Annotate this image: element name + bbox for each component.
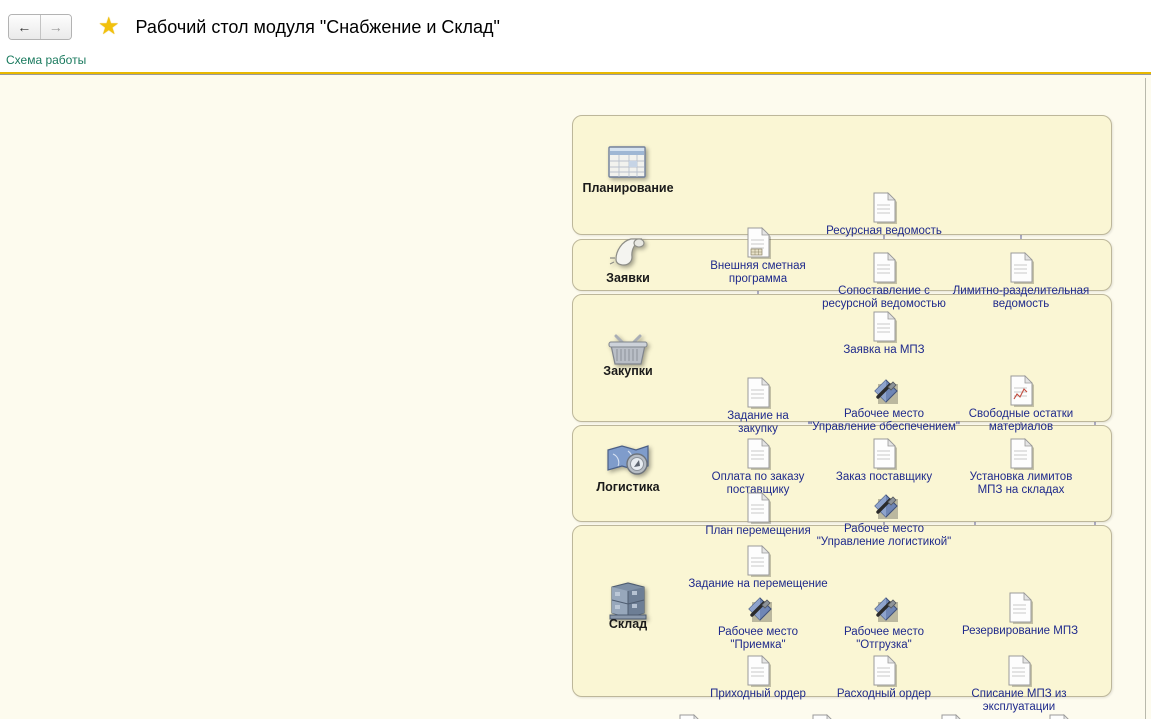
document-chart-icon <box>1008 375 1035 408</box>
diagram-node-label: Резервирование МПЗ <box>961 625 1079 637</box>
diagram-node-label: Ресурсная ведомость <box>826 225 942 237</box>
map-compass-icon <box>604 442 652 487</box>
diagram-node[interactable]: Внешняя сметная программа <box>683 227 833 286</box>
document-icon <box>939 714 965 719</box>
diagram-node[interactable]: Отчет подрядчика об использовании МПЗ <box>857 714 1047 719</box>
document-icon <box>1006 655 1033 688</box>
diagram-node[interactable]: Резервирование МПЗ <box>945 592 1095 638</box>
group-label-requests: Заявки <box>606 271 650 285</box>
document-icon <box>871 438 898 471</box>
document-icon <box>1007 592 1034 625</box>
diagram-node[interactable]: Расходный ордер <box>809 655 959 701</box>
workplace-tools-icon <box>745 593 772 625</box>
diagram-node[interactable]: Рабочее место "Приемка" <box>683 593 833 652</box>
diagram-node-label: Задание на закупку <box>727 410 789 435</box>
document-icon <box>871 252 898 285</box>
diagram-node[interactable]: Рабочее место "Отгрузка" <box>809 593 959 652</box>
diagram-node[interactable]: Заказ поставщику <box>809 438 959 484</box>
workplace-tools-icon <box>871 490 898 522</box>
arrow-left-icon: ← <box>17 19 32 35</box>
group-label-purchases: Закупки <box>603 364 653 378</box>
back-button[interactable]: ← <box>9 15 41 39</box>
arrow-right-icon: → <box>48 19 63 35</box>
diagram-node[interactable]: Списание МПЗ из эксплуатации <box>924 655 1114 714</box>
diagram-node[interactable]: Установка лимитов МПЗ на складах <box>926 438 1116 497</box>
diagram-node-label: Рабочее место "Управление обеспечением" <box>808 408 960 433</box>
spreadsheet-window-icon <box>606 143 650 188</box>
diagram-node-label: Расходный ордер <box>836 688 932 700</box>
diagram-node-label: Рабочее место "Управление логистикой" <box>816 523 952 548</box>
diagram-node-label: Задание на перемещение <box>688 578 828 590</box>
group-label-logistics: Логистика <box>596 479 660 494</box>
window-toolbar: ← → ★ Рабочий стол модуля "Снабжение и С… <box>0 0 1151 54</box>
diagram-node[interactable]: Свободные остатки материалов <box>926 375 1116 434</box>
navigation-buttons[interactable]: ← → <box>8 14 72 40</box>
diagram-node[interactable]: Комплектация МПЗ <box>985 714 1135 719</box>
diagram-node[interactable]: Заявка на МПЗ <box>809 311 959 357</box>
document-icon <box>1008 252 1035 285</box>
pallet-boxes-icon <box>604 579 652 628</box>
document-data-icon <box>745 227 772 260</box>
document-icon <box>745 655 772 688</box>
diagram-node[interactable]: Сопоставление с ресурсной ведомостью <box>789 252 979 311</box>
diagram-node-label: Заявка на МПЗ <box>843 344 925 356</box>
forward-button[interactable]: → <box>40 15 71 39</box>
diagram-node[interactable]: Задание на закупку <box>683 377 833 436</box>
document-icon <box>871 311 898 344</box>
shopping-basket-icon <box>604 326 652 375</box>
page-title: Рабочий стол модуля "Снабжение и Склад" <box>135 16 500 37</box>
diagram-node[interactable]: Оплата по заказу поставщику <box>663 438 853 497</box>
diagram-node-label: Внешняя сметная программа <box>710 260 806 285</box>
diagram-node-label: Оплата по заказу поставщику <box>711 471 805 496</box>
document-icon <box>810 714 836 719</box>
diagram-node[interactable]: Приходный ордер <box>683 655 833 701</box>
document-icon <box>745 377 772 410</box>
diagram-node-label: Рабочее место "Отгрузка" <box>844 626 924 651</box>
content-top-border <box>0 74 1151 75</box>
diagram-node[interactable]: Лимитно-разделительная ведомость <box>926 252 1116 311</box>
workplace-tools-icon <box>871 375 898 407</box>
document-icon <box>745 492 772 525</box>
document-icon <box>745 438 772 471</box>
diagram-node-label: Свободные остатки материалов <box>968 408 1074 433</box>
star-icon[interactable]: ★ <box>98 13 120 40</box>
diagram-node-label: Приходный ордер <box>710 688 806 700</box>
document-icon <box>1008 438 1035 471</box>
diagram-node-label: Лимитно-разделительная ведомость <box>952 285 1090 310</box>
document-icon <box>745 545 772 578</box>
diagram-node-label: Установка лимитов МПЗ на складах <box>969 471 1073 496</box>
diagram-node-label: Заказ поставщику <box>835 471 933 483</box>
diagram-node[interactable]: Рабочее место "Управление обеспечением" <box>789 375 979 434</box>
document-icon <box>871 655 898 688</box>
diagram-node[interactable]: План перемещения <box>683 492 833 538</box>
workplace-tools-icon <box>871 593 898 625</box>
document-icon <box>1047 714 1073 719</box>
diagram-node[interactable]: Рабочее место "Управление логистикой" <box>789 490 979 549</box>
diagram-node-label: Списание МПЗ из эксплуатации <box>971 688 1067 713</box>
diagram-node-label: Рабочее место "Приемка" <box>718 626 798 651</box>
tab-bar: Схема работы <box>0 53 1151 72</box>
tab-scheme-of-work[interactable]: Схема работы <box>6 53 87 67</box>
group-label-planning: Планирование <box>582 181 674 195</box>
diagram-node[interactable]: Ресурсная ведомость <box>809 192 959 238</box>
diagram-node[interactable]: Задание на перемещение <box>683 545 833 591</box>
group-panel-planning <box>572 115 1112 235</box>
diagram-node-label: План перемещения <box>705 525 811 537</box>
document-icon <box>871 192 898 225</box>
tab-underline <box>0 72 1151 74</box>
paper-scroll-icon <box>606 233 650 274</box>
group-label-warehouse: Склад <box>608 617 648 631</box>
diagram-node-label: Сопоставление с ресурсной ведомостью <box>822 285 946 310</box>
document-icon <box>677 714 703 719</box>
